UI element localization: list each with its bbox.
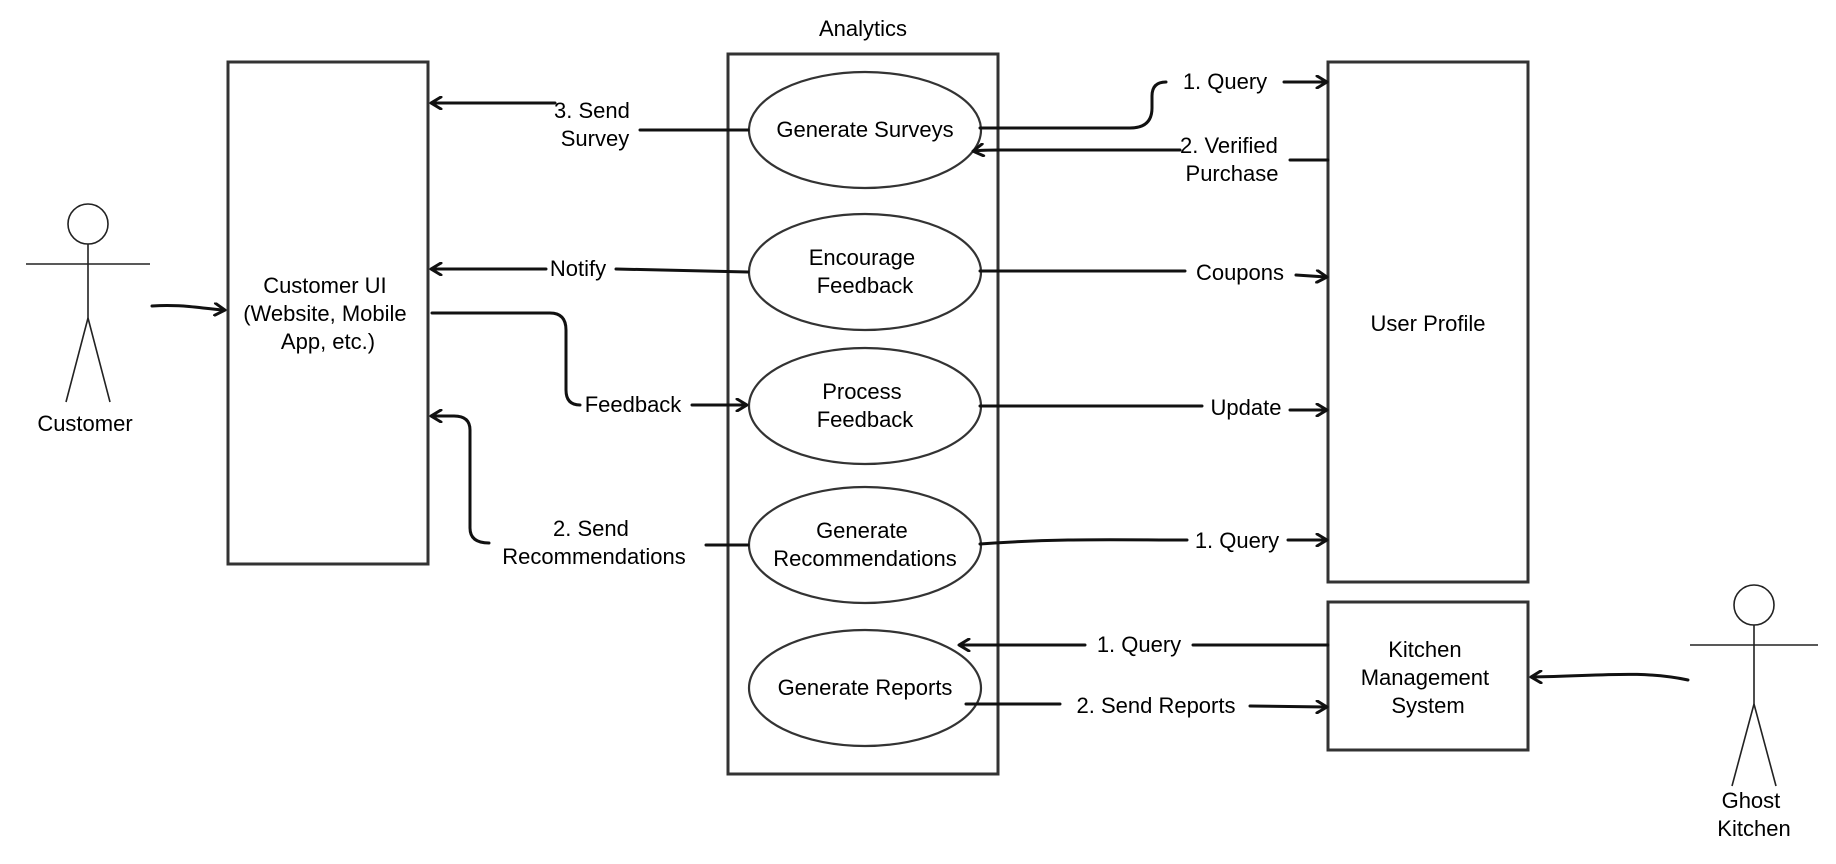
edge-label-surveys-query: 1. Query [1183,69,1267,94]
edge-send-recommendations [432,416,750,547]
edge-send-survey [432,103,750,132]
edge-label-verified-purchase: 2. Verified Purchase [1180,133,1284,186]
use-case-generate-reports [747,628,983,748]
customer-actor-label: Customer [37,411,132,436]
ghost-kitchen-actor [1690,584,1818,787]
edge-label-send-survey: 3. Send Survey [554,98,636,151]
customer-ui-box [226,60,430,566]
analytics-title: Analytics [819,16,907,41]
use-case-generate-reports-label: Generate Reports [778,675,953,700]
edge-label-notify: Notify [550,256,606,281]
use-case-generate-recommendations-label: Generate Recommendations [773,518,956,571]
use-case-generate-recommendations [747,485,983,605]
customer-ui-label: Customer UI (Website, Mobile App, etc.) [243,273,413,354]
edge-surveys-query [978,82,1326,130]
edge-coupons [978,271,1326,277]
kitchen-management-label: Kitchen Management System [1361,637,1496,718]
use-case-process-feedback-label: Process Feedback [817,379,915,432]
edge-label-recommendations-query: 1. Query [1195,528,1279,553]
user-profile-label: User Profile [1371,311,1486,336]
edge-label-send-recommendations: 2. Send Recommendations [502,516,685,569]
edge-label-update: Update [1211,395,1282,420]
edge-feedback [430,311,746,405]
edge-notify [432,269,750,272]
edge-update [978,406,1326,410]
ghost-kitchen-actor-label: Ghost Kitchen [1717,788,1790,841]
edge-label-send-reports: 2. Send Reports [1077,693,1236,718]
use-case-encourage-feedback-label: Encourage Feedback [809,245,922,298]
edge-label-feedback: Feedback [585,392,683,417]
customer-actor [26,203,150,403]
edge-label-reports-query: 1. Query [1097,632,1181,657]
edge-ghost-kitchen-to-kms [1532,674,1690,680]
kitchen-management-box [1326,600,1530,752]
use-case-process-feedback [747,346,983,466]
user-profile-box [1326,60,1530,584]
use-case-generate-surveys-label: Generate Surveys [776,117,953,142]
edge-customer-to-ui [150,305,224,310]
edge-recommendations-query [978,540,1326,544]
edge-send-reports [964,704,1326,707]
edge-label-coupons: Coupons [1196,260,1284,285]
use-case-encourage-feedback [747,212,983,332]
edge-verified-purchase [974,150,1330,160]
